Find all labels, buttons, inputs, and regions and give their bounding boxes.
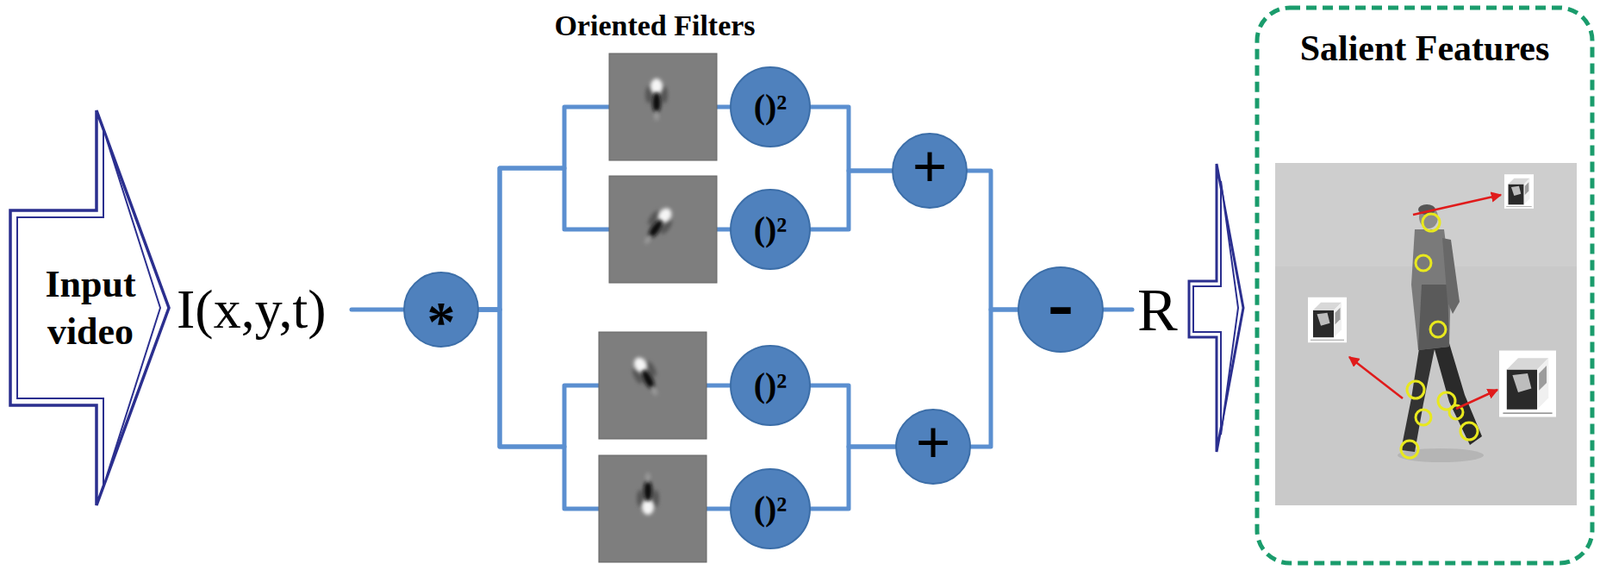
node-label: + <box>911 135 947 198</box>
filter-image <box>609 53 717 161</box>
signal-connector <box>967 170 1018 310</box>
difference-node: - <box>1017 266 1104 353</box>
input-arrow: Input video <box>8 108 173 507</box>
dashed-border <box>1257 7 1593 563</box>
filter-image <box>635 202 679 250</box>
walking-person <box>1442 237 1460 314</box>
node-label: ()² <box>753 211 788 247</box>
hollow-arrow <box>1189 163 1244 452</box>
output-label: R <box>1137 276 1178 343</box>
node-label: ()² <box>753 89 788 125</box>
signal-wire <box>1103 307 1133 312</box>
square-node: ()² <box>729 66 811 148</box>
filter-image <box>636 472 660 515</box>
interest-point <box>1415 409 1432 425</box>
interest-point <box>1415 255 1432 271</box>
node-label: + <box>915 410 951 474</box>
interest-point <box>1430 321 1446 337</box>
node-label: Input video <box>25 260 156 355</box>
filter-image <box>609 53 717 161</box>
cuboid-thumbnail <box>1307 297 1347 343</box>
arrow-outline <box>17 129 161 486</box>
section-title: Oriented Filters <box>554 9 755 42</box>
filter-image <box>645 78 668 121</box>
convolution-node: * <box>403 271 480 348</box>
signal-wire <box>351 307 404 312</box>
square-node: ()² <box>729 188 811 270</box>
input-signal-label: I(x,y,t) <box>176 279 327 340</box>
node-label: Salient Features <box>1300 27 1551 69</box>
interest-point <box>1422 213 1440 231</box>
walking-person <box>1400 204 1482 452</box>
walking-person <box>1400 342 1436 452</box>
cuboid-thumbnail <box>1504 174 1534 209</box>
sum-node: + <box>891 132 968 209</box>
dashed-border <box>1254 5 1595 566</box>
interest-point <box>1407 380 1425 399</box>
signal-connector <box>479 309 730 447</box>
walking-person <box>1432 342 1482 445</box>
cuboid-thumbnail <box>1499 350 1557 418</box>
signal-connector <box>810 170 892 230</box>
interest-point <box>1400 213 1478 458</box>
filter-image <box>598 454 707 562</box>
signal-connector <box>810 106 892 171</box>
filter-image <box>609 175 717 283</box>
salient-features-panel: Salient Features <box>1254 5 1595 566</box>
video-frame <box>1275 162 1577 505</box>
signal-connector <box>810 385 896 447</box>
square-node: ()² <box>729 467 811 549</box>
hollow-arrow <box>8 108 173 507</box>
video-frame <box>1275 162 1577 505</box>
hollow-arrow <box>1189 163 1244 452</box>
filter-image <box>627 352 667 400</box>
signal-connector <box>479 168 730 310</box>
leader-arrow <box>1349 356 1403 399</box>
signal-connector <box>971 309 1018 447</box>
sum-node: + <box>895 408 972 485</box>
interest-point <box>1460 422 1478 440</box>
node-label: ()² <box>753 491 788 526</box>
arrow-outline <box>10 110 169 505</box>
cuboid-thumbnail <box>1307 174 1557 417</box>
node-label: - <box>1047 264 1074 343</box>
leader-arrow <box>1349 194 1501 409</box>
filter-image <box>598 454 707 562</box>
node-label: * <box>427 292 456 350</box>
leader-arrow <box>1456 389 1498 409</box>
interest-point <box>1400 440 1419 458</box>
filter-image <box>598 331 707 439</box>
walking-person <box>1418 284 1450 350</box>
signal-connector <box>810 446 896 509</box>
filter-image <box>598 331 707 439</box>
leader-arrow <box>1413 194 1501 215</box>
filter-image <box>609 175 717 283</box>
hollow-arrow <box>1193 180 1239 435</box>
node-label: ()² <box>753 367 788 403</box>
square-node: ()² <box>729 344 811 426</box>
